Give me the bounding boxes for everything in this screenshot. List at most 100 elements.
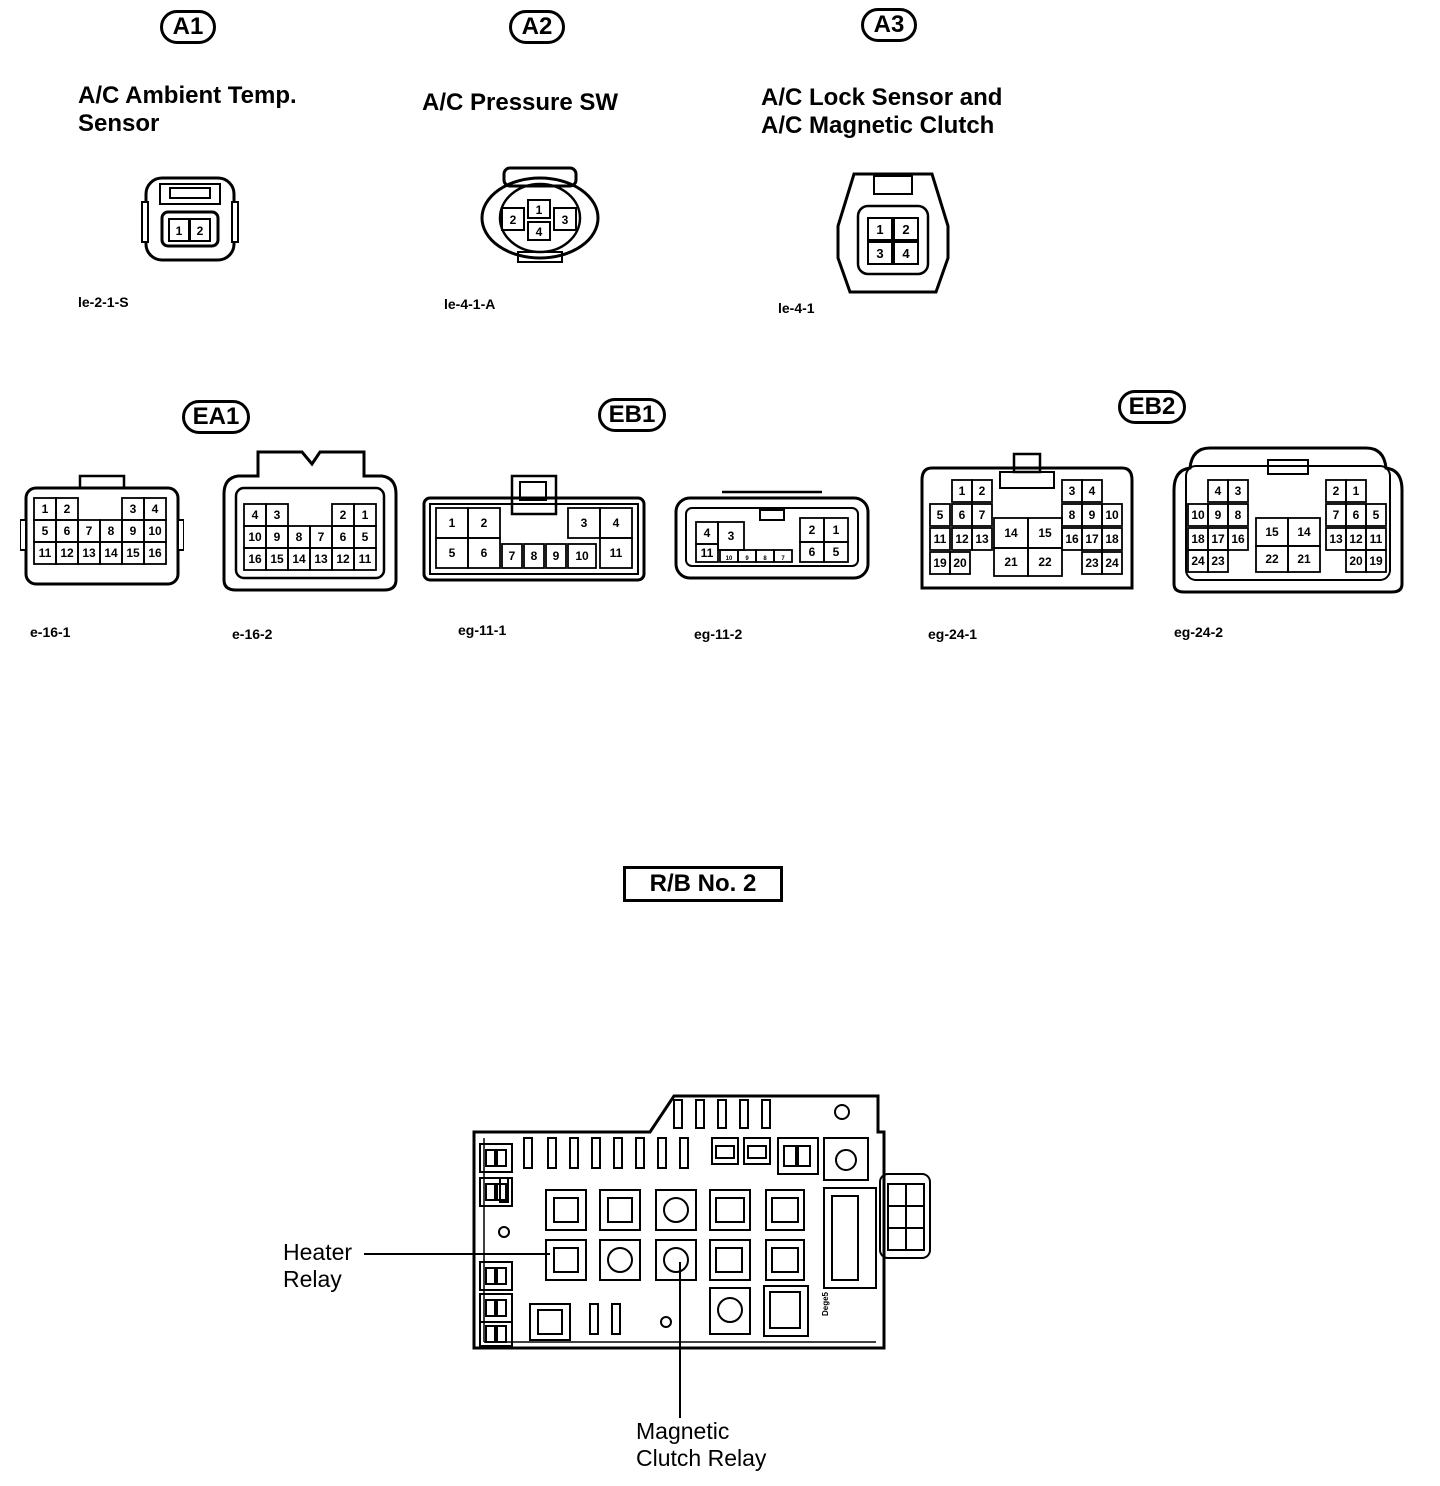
eg24-1-pin-label: 11	[934, 532, 947, 546]
eg24-1-pin-label: 2	[979, 484, 986, 498]
eg24-2-pin-label: 3	[1235, 484, 1242, 498]
eg11-2-pin-label: 4	[704, 526, 711, 540]
eg24-2-pin-label: 23	[1211, 554, 1225, 568]
e16-1-pin-label: 2	[64, 502, 71, 516]
eg24-1-pin-label: 9	[1089, 508, 1096, 522]
connector-code-e16-2: e-16-2	[232, 626, 273, 642]
eg11-1-cell	[467, 537, 501, 569]
e16-1-pin-label: 1	[42, 502, 49, 516]
e16-2-cell	[353, 547, 377, 571]
e16-1-pin-label: 3	[130, 502, 137, 516]
connector-a1-badge: A1	[160, 10, 216, 44]
eg11-1-pin-label: 11	[610, 546, 623, 560]
eg24-1-pin-label: 12	[955, 532, 969, 546]
connector-a1-code: le-2-1-S	[78, 294, 129, 310]
eg11-1-cell	[545, 543, 567, 569]
eg24-2-cell	[1287, 545, 1321, 573]
eg11-1-pin-label: 9	[553, 549, 560, 563]
eg24-1-cell	[1101, 503, 1123, 527]
eg24-1-pin-label: 5	[937, 508, 944, 522]
relay-block-drawing: Dege5	[472, 1094, 931, 1350]
eg11-1-pin-label: 10	[575, 549, 589, 563]
eg24-2-pin-label: 22	[1265, 552, 1279, 566]
eg24-2-pin-label: 6	[1353, 508, 1360, 522]
eg24-2-pin-label: 4	[1215, 484, 1222, 498]
e16-1-pin-label: 5	[42, 524, 49, 538]
eg24-1-cell	[971, 503, 993, 527]
eg24-2-pin-label: 21	[1297, 552, 1311, 566]
eg11-1-pin-label: 4	[613, 516, 620, 530]
e16-1-pin-label: 15	[126, 546, 140, 560]
eg11-2-pin-label: 9	[745, 556, 749, 562]
eg24-1-cell	[1081, 479, 1103, 503]
e16-2-pin-label: 3	[274, 508, 281, 522]
e16-2-pin-label: 7	[318, 530, 325, 544]
eg24-1-cell	[949, 551, 971, 575]
connector-a3-badge: A3	[861, 8, 917, 42]
eg24-2-pin-label: 8	[1235, 508, 1242, 522]
eg11-1-cell	[523, 543, 545, 569]
eg24-2-pin-label: 24	[1191, 554, 1205, 568]
e16-1-pin-label: 16	[148, 546, 162, 560]
eg24-1-cell	[1101, 527, 1123, 551]
eg24-2-cell	[1227, 503, 1249, 527]
e16-2-pin-label: 8	[296, 530, 303, 544]
eg11-2-pin-label: 11	[701, 546, 714, 560]
eg24-1-pin-label: 23	[1085, 556, 1099, 570]
a1-pin: 1	[176, 224, 183, 238]
e16-2-pin-label: 1	[362, 508, 369, 522]
eg24-2-cell	[1207, 549, 1229, 573]
eg11-1-pin-label: 5	[449, 546, 456, 560]
eg11-1-cell	[599, 537, 633, 569]
eg24-2-pin-label: 1	[1353, 484, 1360, 498]
group-eb1-badge: EB1	[598, 398, 666, 432]
a2-pin: 1	[536, 203, 543, 217]
connector-a2-drawing: 1 2 3 4	[480, 166, 600, 263]
relay-block-title: R/B No. 2	[623, 866, 783, 902]
eg24-1-pin-label: 10	[1105, 508, 1119, 522]
e16-2-pin-label: 5	[362, 530, 369, 544]
a3-pin: 4	[902, 246, 910, 261]
heater-relay-leader-line	[364, 1253, 550, 1255]
group-eb2-badge: EB2	[1118, 390, 1186, 424]
e16-1-pin-label: 9	[130, 524, 137, 538]
eg11-1-cell	[501, 543, 523, 569]
eg24-2-pin-label: 12	[1349, 532, 1363, 546]
eg24-1-cell	[929, 527, 951, 551]
e16-1-pin-label: 6	[64, 524, 71, 538]
eg24-2-pin-label: 13	[1329, 532, 1343, 546]
eg11-1-pin-label: 1	[449, 516, 456, 530]
a3-pin: 1	[876, 222, 883, 237]
group-ea1-badge: EA1	[182, 400, 250, 434]
eg24-1-pin-label: 21	[1004, 555, 1018, 569]
connector-a1-title: A/C Ambient Temp. Sensor	[78, 82, 297, 137]
a2-pin: 2	[510, 213, 517, 227]
eg11-2-cell	[773, 549, 793, 563]
eg11-1-pin-label: 2	[481, 516, 488, 530]
eg24-1-pin-label: 18	[1105, 532, 1119, 546]
eg24-1-pin-label: 20	[953, 556, 967, 570]
connector-code-eg24-2: eg-24-2	[1174, 624, 1224, 640]
connector-a2-title: A/C Pressure SW	[422, 89, 619, 116]
e16-1-pin-label: 10	[148, 524, 162, 538]
eg24-1-cell	[971, 527, 993, 551]
eg11-1-cell	[567, 543, 597, 569]
eg24-2-pin-label: 15	[1265, 525, 1279, 539]
connector-code-eg11-1: eg-11-1	[458, 622, 507, 638]
eg24-1-pin-label: 24	[1105, 556, 1119, 570]
eg24-2-pin-label: 7	[1333, 508, 1340, 522]
eg24-1-pin-label: 6	[959, 508, 966, 522]
connector-a2-code: le-4-1-A	[444, 296, 496, 312]
eg24-2-pin-label: 10	[1191, 508, 1205, 522]
eg24-1-pin-label: 16	[1065, 532, 1079, 546]
e16-2-pin-label: 16	[248, 552, 262, 566]
a2-pin: 4	[536, 225, 543, 239]
eg24-2-pin-label: 2	[1333, 484, 1340, 498]
eg11-1-pin-label: 8	[531, 549, 538, 563]
e16-1-cell	[143, 541, 167, 565]
connector-code-eg11-2: eg-11-2	[694, 626, 743, 642]
e16-2-pin-label: 4	[252, 508, 259, 522]
